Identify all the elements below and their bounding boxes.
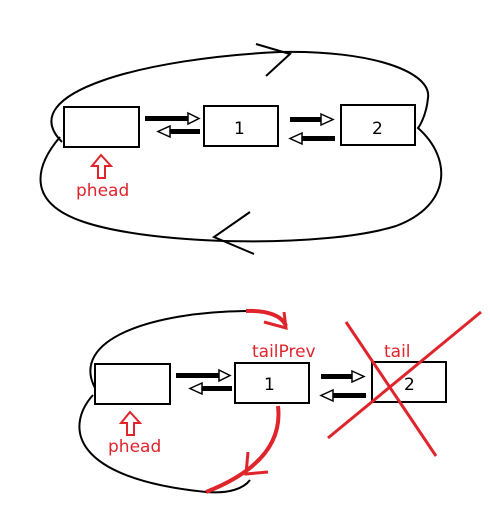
tail-prev-label: tailPrev: [252, 342, 316, 362]
top-sentinel-node: [63, 106, 140, 148]
top-phead-pointer-icon: [89, 153, 114, 179]
top-loop-arrowhead-left: [211, 211, 255, 255]
bottom-red-arrowhead-bottom: [244, 451, 269, 476]
top-node-1-label: 1: [234, 119, 245, 139]
top-arrows-sentinel-node1: [145, 111, 201, 139]
bottom-loop-path: [78, 310, 251, 494]
top-circular-loop: [39, 50, 443, 243]
bottom-diagram: 1 2 phead tailPrev tail: [78, 308, 482, 494]
top-node-2-label: 2: [372, 119, 383, 139]
bottom-sentinel-node: [94, 363, 171, 405]
bottom-arrows-node1-node2: [319, 369, 366, 403]
bottom-phead-label: phead: [108, 437, 161, 457]
top-node-1: [203, 105, 279, 147]
bottom-node-1-label: 1: [264, 375, 275, 395]
bottom-red-arrowhead-top: [263, 311, 288, 331]
tail-label: tail: [384, 342, 411, 362]
top-phead-label: phead: [76, 181, 129, 201]
bottom-node-1: [234, 362, 310, 404]
top-arrows-node1-node2: [288, 112, 335, 146]
top-diagram: 1 2 phead: [39, 43, 443, 255]
bottom-arrows-sentinel-node1: [176, 368, 232, 396]
bottom-node-2: [371, 361, 447, 403]
top-node-2: [340, 104, 416, 146]
top-loop-arrowhead-right: [255, 43, 292, 77]
tail-delete-cross-icon: [327, 310, 482, 457]
bottom-phead-pointer-icon: [118, 410, 143, 436]
bottom-red-curve-bottom: [205, 405, 281, 494]
bottom-node-2-label: 2: [404, 375, 415, 395]
